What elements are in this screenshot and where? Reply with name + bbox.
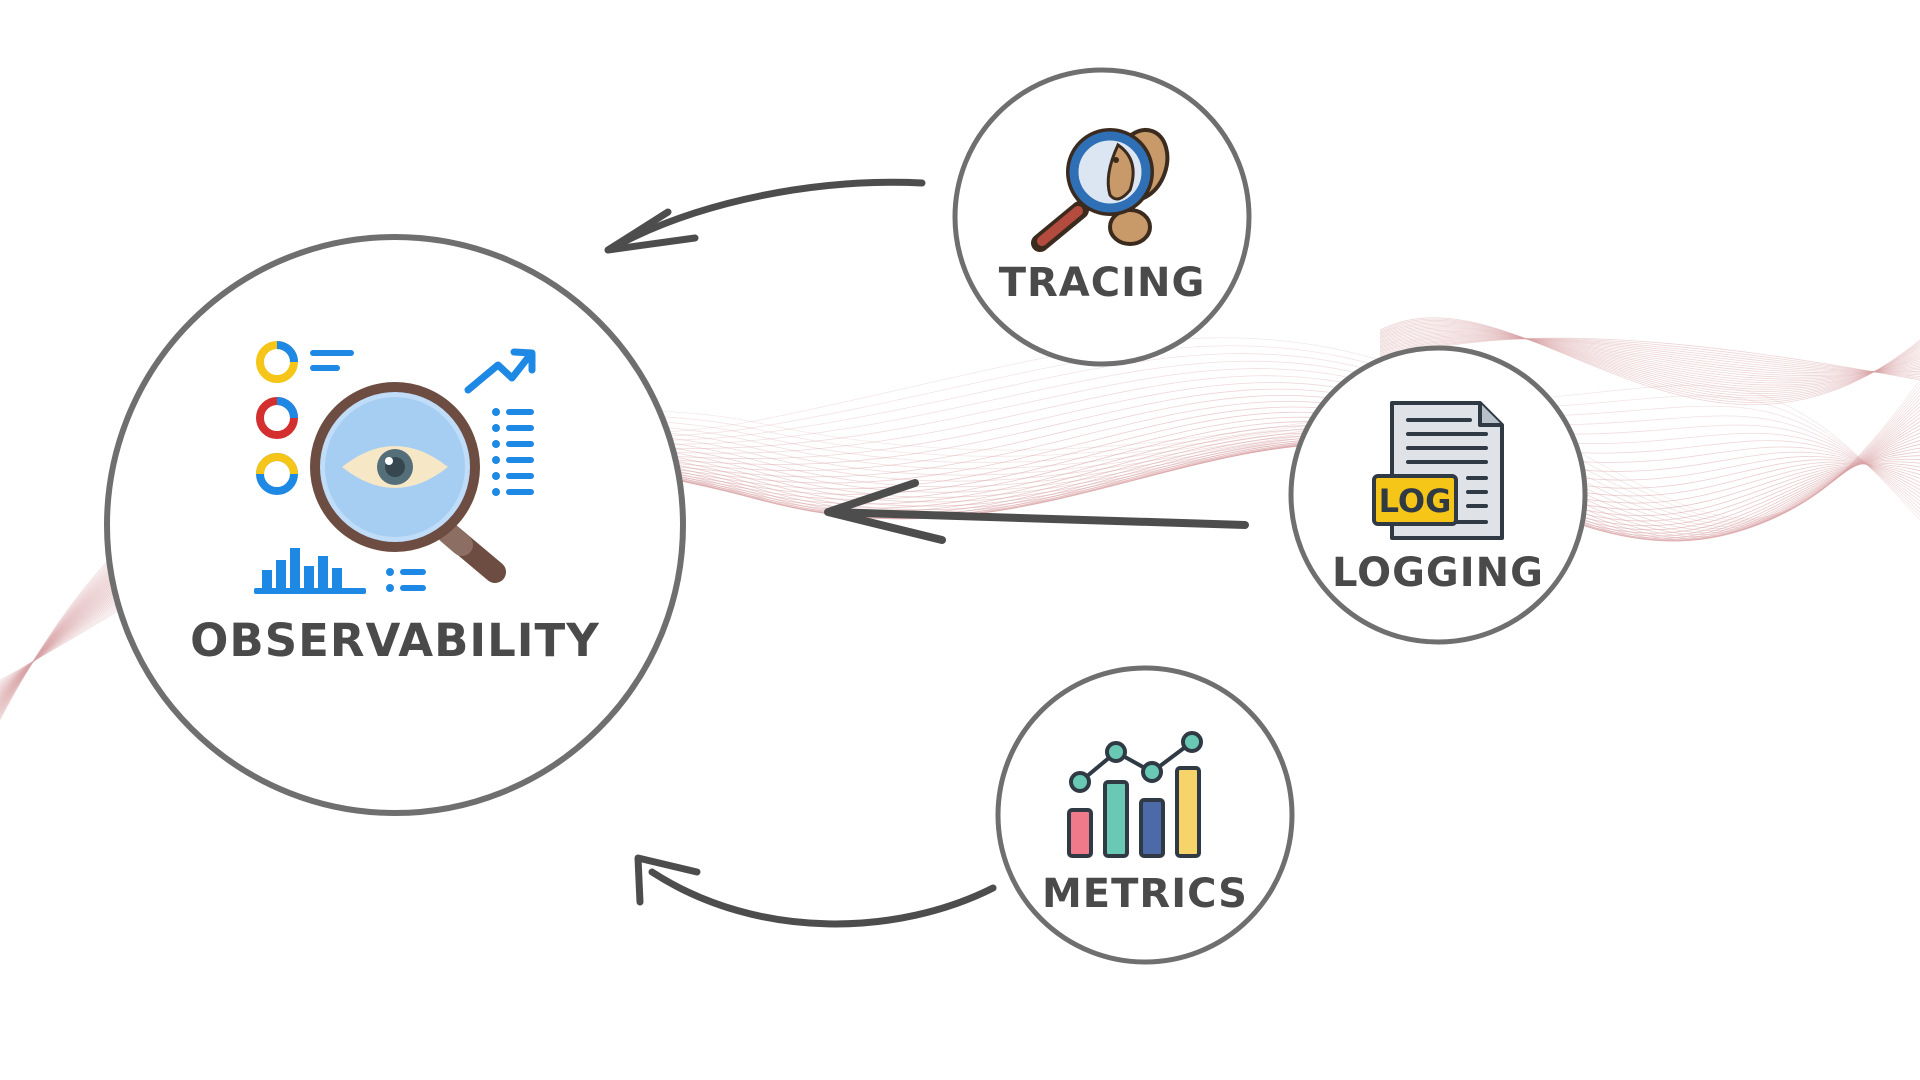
background-wave-line [1379,323,1920,394]
background-wave-line [1379,326,1920,390]
log-tag-text: LOG [1379,482,1452,520]
background-wave-line [1379,321,1920,399]
background-wave-line [1379,338,1920,379]
background-wave-line [1379,327,1920,388]
log-document-icon: LOG [1372,401,1504,540]
metrics-label: METRICS [1042,871,1248,917]
background-wave-line [1379,335,1920,375]
arrow-logging-to-observability [824,479,1249,544]
background-wave-line [1379,328,1920,386]
background-wave-line [1379,330,1920,382]
node-logging: LOG LOGGING [1288,345,1588,645]
node-observability: OBSERVABILITY [104,234,686,816]
background-wave-line [1379,336,1920,373]
arrow-metrics-to-observability [634,854,997,928]
footprint-magnifier-icon [1031,128,1170,252]
background-wave-line [1379,325,1920,392]
background-wave-line [1379,320,1920,401]
tracing-circle [952,67,1252,367]
background-wave-line [1379,338,1920,376]
logging-label: LOGGING [1332,550,1544,596]
background-wave-line [1379,338,1920,377]
tracing-label: TRACING [999,260,1206,306]
node-metrics: METRICS [995,665,1295,965]
background-wave-line [1379,333,1920,378]
background-wave-line [1379,322,1920,397]
bar-line-chart-icon [1067,731,1203,858]
node-tracing: TRACING [952,67,1252,367]
background-wave-line [1379,332,1920,380]
background-wave-line [1379,335,1920,374]
observability-label: OBSERVABILITY [190,614,600,667]
background-wave-line [1379,337,1920,373]
background-wave-line [1379,337,1920,374]
background-wave-line [1379,334,1920,376]
magnifier-eye-dashboard-icon [254,341,536,594]
arrow-tracing-to-observability [604,178,926,254]
background-wave-line [1379,318,1920,403]
background-wave-line [1379,317,1920,405]
background-wave-line [1379,329,1920,384]
